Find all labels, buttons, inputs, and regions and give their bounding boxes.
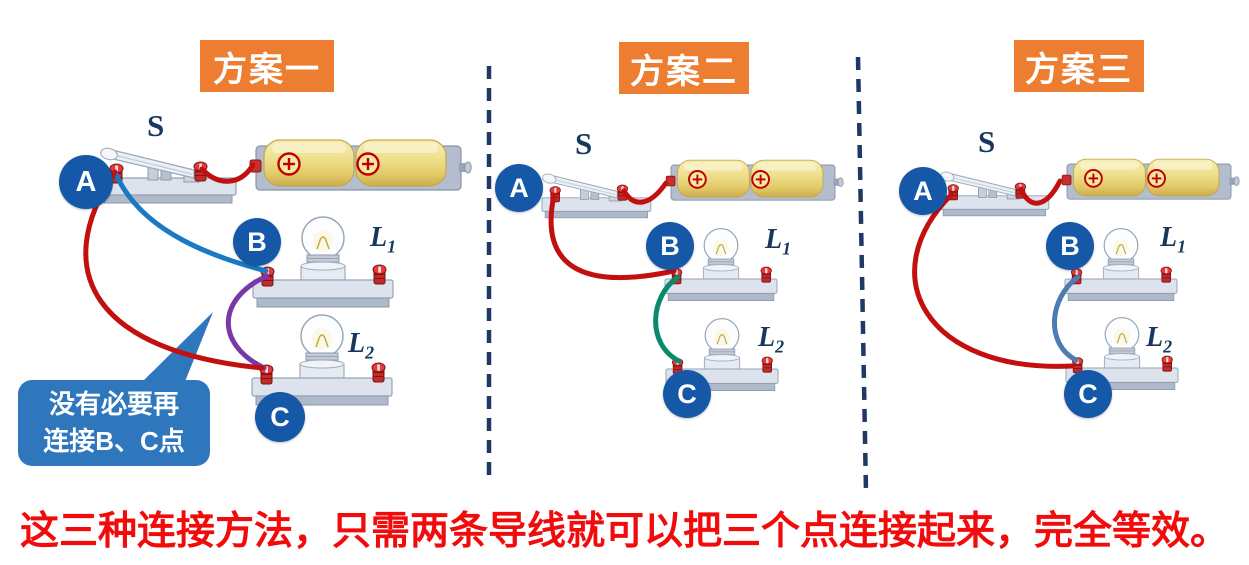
panel2-lamp2-label: L2	[758, 322, 785, 357]
panel1-title: 方案一	[200, 40, 334, 92]
panel2-switch	[542, 173, 651, 218]
wire-a-to-b	[113, 171, 269, 274]
point-b-marker: B	[1046, 222, 1094, 270]
panel-3-circuit	[912, 158, 1241, 389]
panel1-switch-label: S	[147, 108, 165, 143]
panel2-lamp1-label: L1	[765, 224, 792, 259]
panel-1-circuit	[18, 138, 473, 466]
callout-line-2: 连接B、C点	[43, 426, 185, 456]
callout-note: 没有必要再 连接B、C点	[18, 381, 210, 465]
panel3-switch-label: S	[978, 124, 996, 159]
point-b-marker: B	[646, 222, 694, 270]
panel1-lamp1-label: L1	[370, 222, 397, 257]
wire-a-to-b	[548, 192, 677, 281]
point-c-marker: C	[663, 370, 711, 418]
conclusion-text: 这三种连接方法，只需两条导线就可以把三个点连接起来，完全等效。	[19, 510, 1229, 553]
panel2-battery	[665, 159, 845, 202]
wire-switch-to-battery	[1018, 178, 1063, 206]
wire-b-to-c-redundant	[225, 273, 270, 371]
wire-switch-to-battery	[621, 180, 669, 205]
callout-pointer	[140, 312, 213, 384]
panel1-lamp2-label: L2	[348, 328, 375, 363]
callout-line-1: 没有必要再	[48, 389, 179, 419]
panel3-battery	[1061, 158, 1241, 201]
panel3-lamp2-label: L2	[1146, 322, 1173, 357]
panel2-switch-label: S	[575, 126, 593, 161]
point-a-marker: A	[59, 155, 113, 209]
panel1-battery	[248, 138, 473, 192]
point-a-marker: A	[495, 164, 543, 212]
point-a-marker: A	[899, 167, 947, 215]
panel2-title: 方案二	[619, 42, 749, 94]
panel-divider-2	[855, 56, 869, 493]
wire-b-to-c	[653, 274, 682, 364]
callout-bubble	[18, 380, 210, 466]
point-c-marker: C	[255, 392, 305, 442]
panel3-lamp1-label: L1	[1160, 222, 1187, 257]
panel-2-circuit	[542, 159, 845, 390]
point-b-marker: B	[233, 218, 281, 266]
panel3-switch	[940, 171, 1049, 216]
wire-a-to-c	[912, 192, 1075, 369]
wire-a-to-c	[83, 169, 265, 371]
panel1-switch	[99, 147, 236, 203]
panel3-title: 方案三	[1014, 40, 1144, 92]
point-c-marker: C	[1064, 370, 1112, 418]
wire-b-to-c	[1051, 274, 1081, 363]
wire-switch-to-battery	[199, 162, 256, 184]
